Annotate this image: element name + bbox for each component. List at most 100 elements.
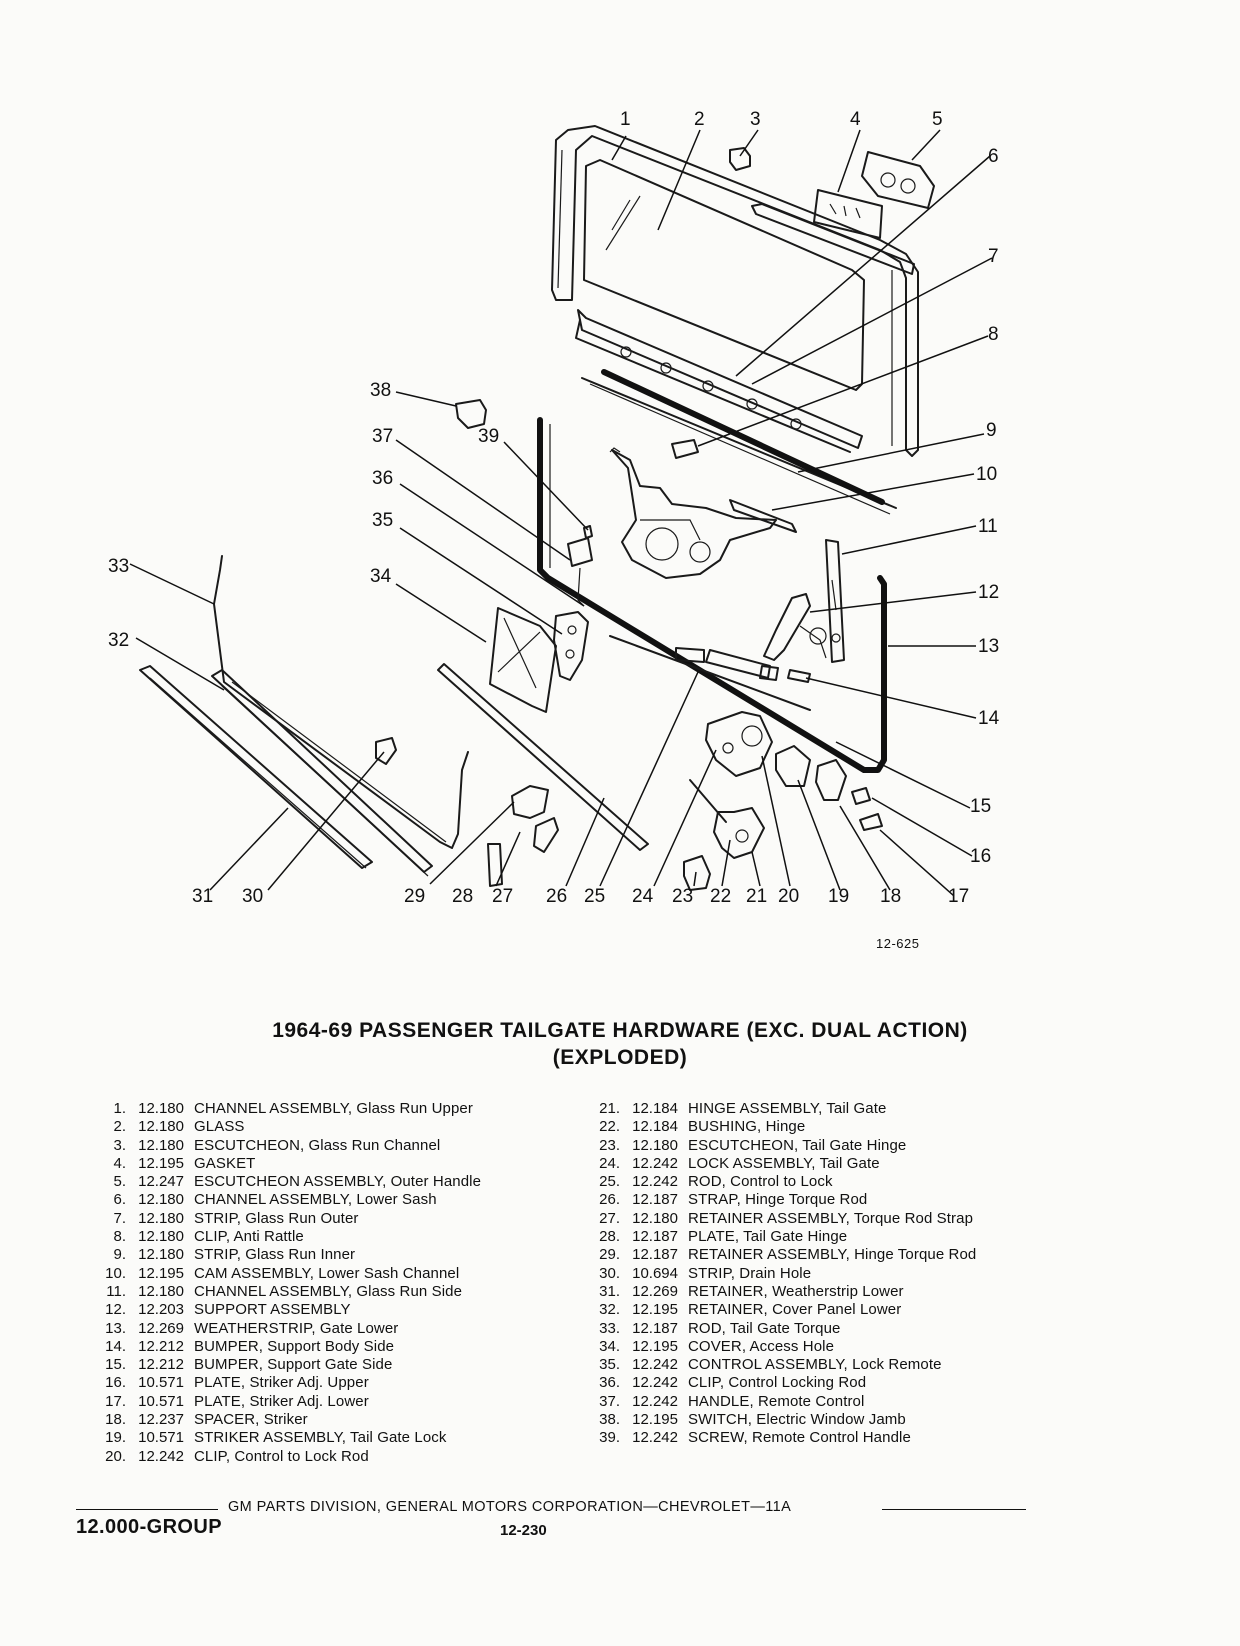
callout-24: 24 xyxy=(632,886,654,907)
part-number: 37. xyxy=(599,1392,620,1410)
exploded-diagram: 1 2 3 4 5 6 7 8 9 10 11 12 13 14 15 16 1… xyxy=(108,109,1000,907)
part-code: 12.212 xyxy=(138,1337,184,1355)
callout-10: 10 xyxy=(976,464,997,485)
callout-15: 15 xyxy=(970,796,991,817)
part-code: 12.187 xyxy=(632,1246,678,1264)
part-number: 10. xyxy=(105,1264,126,1282)
part-number: 26. xyxy=(599,1191,620,1209)
callout-26: 26 xyxy=(546,886,567,907)
part-number: 28. xyxy=(599,1228,620,1246)
part-number: 11. xyxy=(106,1282,126,1300)
part-code: 12.180 xyxy=(138,1118,184,1136)
callout-5: 5 xyxy=(932,109,943,130)
callout-30: 30 xyxy=(242,886,263,907)
parts-list-row: 11. 12.180 CHANNEL ASSEMBLY, Glass Run Sid… xyxy=(96,1283,481,1301)
callout-28: 28 xyxy=(452,886,473,907)
part-code: 12.242 xyxy=(632,1154,678,1172)
parts-list-row: 31. 12.269 RETAINER, Weatherstrip Lower xyxy=(590,1283,976,1301)
part-code: 12.187 xyxy=(632,1228,678,1246)
part-description: WEATHERSTRIP, Gate Lower xyxy=(194,1319,399,1337)
part-number: 8. xyxy=(113,1228,126,1246)
part-number: 35. xyxy=(599,1356,620,1374)
electric-window-switch xyxy=(455,399,487,429)
callout-7: 7 xyxy=(988,246,999,267)
part-code: 12.180 xyxy=(138,1136,184,1154)
part-description: ROD, Control to Lock xyxy=(688,1173,833,1191)
lock-remote-control xyxy=(553,611,589,681)
part-code: 12.187 xyxy=(632,1191,678,1209)
part-code: 12.180 xyxy=(138,1282,184,1300)
part-description: SPACER, Striker xyxy=(194,1411,308,1429)
striker-plate-upper xyxy=(851,787,871,805)
callout-29: 29 xyxy=(404,886,425,907)
part-description: BUMPER, Support Body Side xyxy=(194,1337,395,1355)
part-code: 12.269 xyxy=(632,1282,678,1300)
part-number: 32. xyxy=(599,1301,620,1319)
part-description: CHANNEL ASSEMBLY, Glass Run Side xyxy=(194,1282,463,1300)
part-code: 12.195 xyxy=(632,1301,678,1319)
part-description: SUPPORT ASSEMBLY xyxy=(194,1301,351,1319)
figure-subtitle: (EXPLODED) xyxy=(552,1046,688,1069)
window-regulator xyxy=(609,447,777,579)
torque-rod-strap-retainer xyxy=(533,817,559,853)
part-description: RETAINER, Weatherstrip Lower xyxy=(688,1282,904,1300)
part-number: 7. xyxy=(113,1209,126,1227)
glass-run-side-channel xyxy=(825,539,845,663)
part-code: 10.571 xyxy=(138,1429,184,1447)
callout-6: 6 xyxy=(988,146,999,167)
part-number: 29. xyxy=(599,1246,620,1264)
part-number: 39. xyxy=(599,1429,620,1447)
part-description: HINGE ASSEMBLY, Tail Gate xyxy=(688,1100,887,1117)
part-description: COVER, Access Hole xyxy=(688,1337,835,1355)
callout-33: 33 xyxy=(108,556,129,577)
callout-16: 16 xyxy=(970,846,991,867)
part-description: PLATE, Tail Gate Hinge xyxy=(688,1228,848,1246)
part-code: 12.184 xyxy=(632,1100,678,1117)
part-code: 12.242 xyxy=(632,1173,678,1191)
part-description: BUMPER, Support Gate Side xyxy=(194,1356,393,1374)
part-code: 12.180 xyxy=(138,1209,184,1227)
part-number: 30. xyxy=(599,1264,620,1282)
part-description: CHANNEL ASSEMBLY, Lower Sash xyxy=(194,1191,437,1209)
part-number: 9. xyxy=(113,1246,126,1264)
remote-control-screw xyxy=(583,525,593,539)
tail-gate-hinge xyxy=(689,779,765,859)
part-number: 31. xyxy=(599,1282,620,1300)
drain-hole-strip xyxy=(375,737,397,765)
part-code: 12.180 xyxy=(632,1209,678,1227)
callout-9: 9 xyxy=(986,420,997,441)
callout-14: 14 xyxy=(978,708,1000,729)
figure-title: 1964-69 PASSENGER TAILGATE HARDWARE (EXC… xyxy=(272,1019,968,1042)
group-label: 12.000-GROUP xyxy=(76,1516,222,1538)
part-code: 12.195 xyxy=(138,1154,184,1172)
part-description: BUSHING, Hinge xyxy=(688,1118,806,1136)
callout-numbers: 1 2 3 4 5 6 7 8 9 10 11 12 13 14 15 16 1… xyxy=(108,109,1000,907)
part-number: 5. xyxy=(113,1173,126,1191)
callout-4: 4 xyxy=(850,109,861,130)
tail-gate-hinge-plate xyxy=(487,843,503,887)
part-code: 12.242 xyxy=(632,1356,678,1374)
part-description: STRIKER ASSEMBLY, Tail Gate Lock xyxy=(194,1429,447,1447)
part-description: RETAINER ASSEMBLY, Torque Rod Strap xyxy=(688,1209,974,1227)
part-number: 19. xyxy=(105,1429,126,1447)
footer-rule-right xyxy=(882,1509,1026,1510)
hinge-torque-rod-retainer xyxy=(511,785,549,819)
figure-code: 12-625 xyxy=(876,936,920,951)
part-number: 27. xyxy=(599,1209,620,1227)
